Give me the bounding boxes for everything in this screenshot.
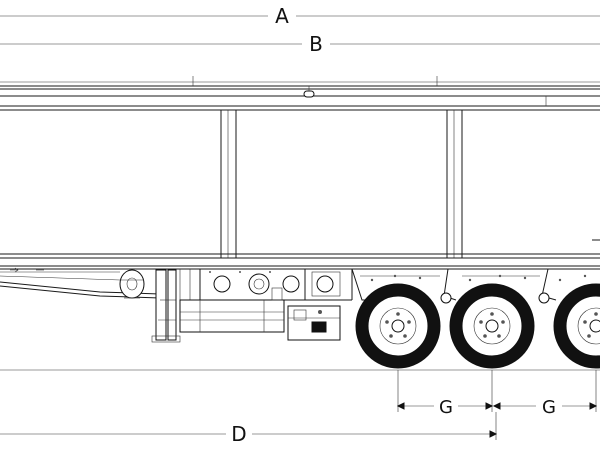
wheel-axle-2 bbox=[449, 283, 535, 369]
dimension-d: D bbox=[0, 412, 498, 446]
chassis-frame bbox=[0, 265, 600, 301]
dimension-g: G G bbox=[396, 370, 598, 418]
wheel-axle-3 bbox=[553, 283, 600, 369]
chassis-equipment bbox=[209, 271, 341, 297]
dimension-g-label-1: G bbox=[439, 397, 453, 418]
dimension-b: B bbox=[0, 32, 600, 56]
dimension-d-label: D bbox=[231, 422, 246, 446]
control-box bbox=[287, 305, 341, 341]
dimension-a: A bbox=[0, 4, 600, 28]
toolbox bbox=[179, 287, 285, 333]
body-side-panels bbox=[0, 110, 600, 259]
wheel-axle-1 bbox=[355, 283, 441, 369]
landing-gear bbox=[151, 269, 181, 343]
dimension-a-label: A bbox=[275, 4, 289, 28]
roof-rails bbox=[0, 76, 600, 111]
dimension-g-label-2: G bbox=[542, 397, 556, 418]
air-tank bbox=[119, 269, 145, 299]
suspension-brackets bbox=[351, 268, 587, 304]
dimension-b-label: B bbox=[309, 32, 323, 56]
